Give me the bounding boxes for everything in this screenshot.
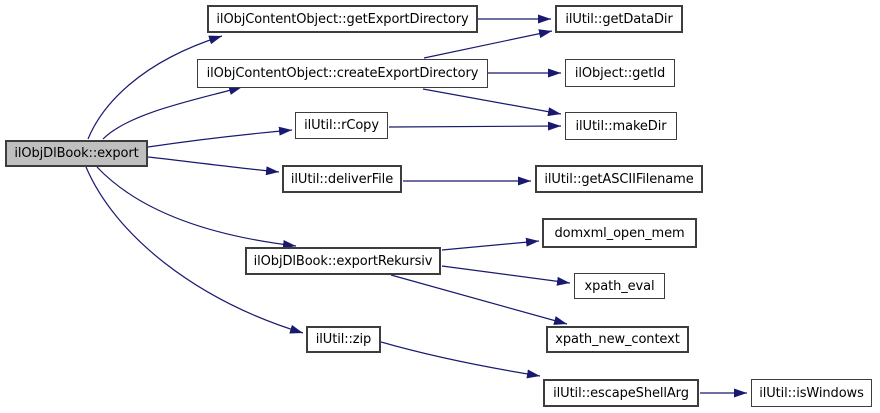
node-label: ilUtil::deliverFile — [290, 171, 394, 187]
node-makeDir[interactable]: ilUtil::makeDir — [565, 112, 677, 140]
node-label: ilObjContentObject::getExportDirectory — [216, 11, 469, 27]
node-label: ilUtil::zip — [315, 332, 372, 347]
node-label: ilUtil::getDataDir — [565, 11, 673, 27]
node-label: ilObject::getId — [574, 65, 666, 81]
node-rCopy[interactable]: ilUtil::rCopy — [295, 112, 388, 139]
node-domxml_open_mem[interactable]: domxml_open_mem — [542, 218, 697, 248]
node-getASCIIFilename[interactable]: ilUtil::getASCIIFilename — [535, 165, 703, 193]
node-label: ilUtil::escapeShellArg — [553, 385, 689, 401]
node-label: ilObjDlBook::export — [14, 146, 139, 161]
node-getId[interactable]: ilObject::getId — [565, 59, 675, 87]
node-escapeShellArg[interactable]: ilUtil::escapeShellArg — [543, 379, 699, 407]
node-zip[interactable]: ilUtil::zip — [306, 326, 381, 353]
node-label: ilUtil::makeDir — [575, 118, 667, 134]
node-label: ilUtil::rCopy — [304, 118, 379, 133]
node-xpath_new_context[interactable]: xpath_new_context — [546, 326, 689, 353]
node-label: ilUtil::getASCIIFilename — [544, 171, 694, 187]
node-label: xpath_new_context — [555, 332, 680, 347]
node-export[interactable]: ilObjDlBook::export — [5, 140, 148, 167]
node-label: ilUtil::isWindows — [759, 385, 864, 401]
node-label: xpath_eval — [584, 278, 655, 294]
node-getDataDir[interactable]: ilUtil::getDataDir — [555, 5, 683, 33]
node-xpath_eval[interactable]: xpath_eval — [574, 273, 665, 299]
node-exportRekursiv[interactable]: ilObjDlBook::exportRekursiv — [245, 247, 441, 275]
node-createExportDirectory[interactable]: ilObjContentObject::createExportDirector… — [197, 59, 488, 88]
node-label: ilObjDlBook::exportRekursiv — [253, 253, 433, 269]
node-label: domxml_open_mem — [554, 225, 685, 241]
node-getExportDirectory[interactable]: ilObjContentObject::getExportDirectory — [207, 5, 478, 33]
node-label: ilObjContentObject::createExportDirector… — [206, 66, 479, 81]
node-deliverFile[interactable]: ilUtil::deliverFile — [282, 165, 402, 193]
node-isWindows[interactable]: ilUtil::isWindows — [751, 379, 872, 407]
